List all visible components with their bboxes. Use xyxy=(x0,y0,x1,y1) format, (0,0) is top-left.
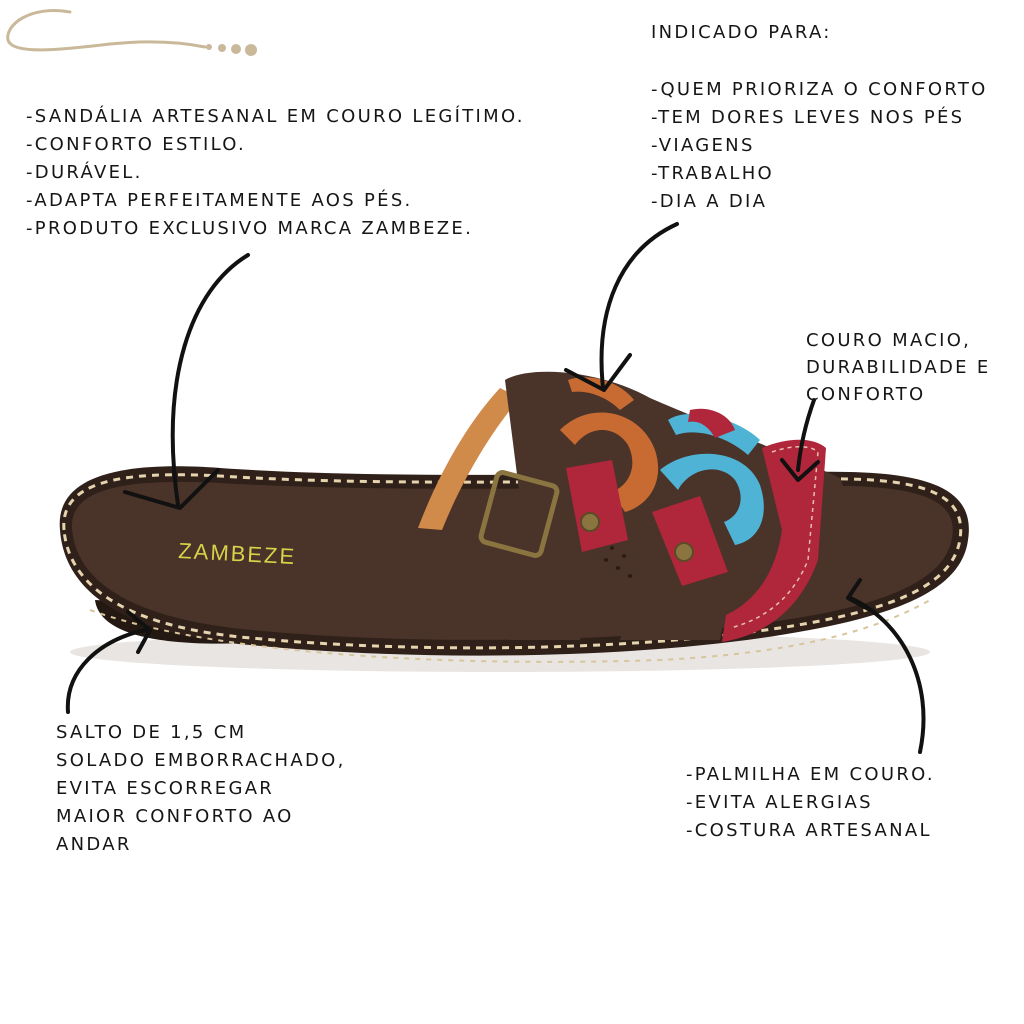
arrow-indicado xyxy=(599,222,679,390)
salto-line: SALTO DE 1,5 CM xyxy=(56,722,247,743)
feature-item: -PRODUTO EXCLUSIVO MARCA ZAMBEZE. xyxy=(26,218,474,239)
strap-red-left xyxy=(566,460,628,552)
indicado-item: -DIA A DIA xyxy=(651,191,768,212)
indicado-item: -TRABALHO xyxy=(651,163,775,184)
arrow-palmilha xyxy=(848,596,926,754)
feature-item: -CONFORTO ESTILO. xyxy=(26,134,247,155)
buckle xyxy=(478,470,560,558)
salto-note: SALTO DE 1,5 CM SOLADO EMBORRACHADO, EVI… xyxy=(56,719,346,859)
palmilha-line: -EVITA ALERGIAS xyxy=(686,792,873,813)
salto-line: ANDAR xyxy=(56,834,132,855)
arrow-couro-head xyxy=(780,458,820,482)
salto-line: MAIOR CONFORTO AO xyxy=(56,806,294,827)
indicado-item: -TEM DORES LEVES NOS PÉS xyxy=(651,107,965,128)
feature-item: -SANDÁLIA ARTESANAL EM COURO LEGÍTIMO. xyxy=(26,106,525,127)
strap-orange-top xyxy=(568,377,634,410)
arrow-features xyxy=(170,253,250,507)
arrow-salto xyxy=(65,628,147,714)
couro-line: CONFORTO xyxy=(806,384,926,405)
brand-label: ZAMBEZE xyxy=(178,538,297,569)
strap-tan xyxy=(418,388,520,530)
couro-line: DURABILIDADE E xyxy=(806,357,991,378)
arrow-palmilha-head xyxy=(846,578,872,612)
features-list: -SANDÁLIA ARTESANAL EM COURO LEGÍTIMO. -… xyxy=(26,103,525,243)
indicado-item: -VIAGENS xyxy=(651,135,755,156)
annotation-arrows xyxy=(65,222,926,754)
rivet xyxy=(580,512,600,532)
sandal xyxy=(59,371,969,672)
indicado-list: -QUEM PRIORIZA O CONFORTO -TEM DORES LEV… xyxy=(651,76,988,216)
indicado-title: INDICADO PARA: xyxy=(651,22,832,43)
palmilha-line: -PALMILHA EM COURO. xyxy=(686,764,935,785)
sandal-stitching xyxy=(62,473,963,650)
sandal-stitching-lower xyxy=(89,599,931,663)
rivet-2 xyxy=(674,542,694,562)
strap-blue xyxy=(660,453,764,545)
salto-line: SOLADO EMBORRACHADO, xyxy=(56,750,346,771)
feature-item: -ADAPTA PERFEITAMENTE AOS PÉS. xyxy=(26,190,413,211)
indicado-item: -QUEM PRIORIZA O CONFORTO xyxy=(651,79,988,100)
decorative-swirl xyxy=(6,9,207,52)
arrow-indicado-head xyxy=(564,353,632,392)
decorative-dots xyxy=(206,44,257,56)
salto-line: EVITA ESCORREGAR xyxy=(56,778,275,799)
feature-item: -DURÁVEL. xyxy=(26,162,143,183)
arrow-features-head xyxy=(123,468,220,510)
couro-note: COURO MACIO, DURABILIDADE E CONFORTO xyxy=(806,327,991,408)
strap-red-front xyxy=(722,439,826,642)
strap-orange xyxy=(560,412,659,512)
arrow-salto-head xyxy=(126,610,152,654)
palmilha-line: -COSTURA ARTESANAL xyxy=(686,820,932,841)
palmilha-note: -PALMILHA EM COURO. -EVITA ALERGIAS -COS… xyxy=(686,761,935,845)
strap-red-middle xyxy=(652,496,728,586)
arrow-couro xyxy=(796,398,816,472)
strap-red-top xyxy=(688,408,735,438)
couro-line: COURO MACIO, xyxy=(806,330,972,351)
